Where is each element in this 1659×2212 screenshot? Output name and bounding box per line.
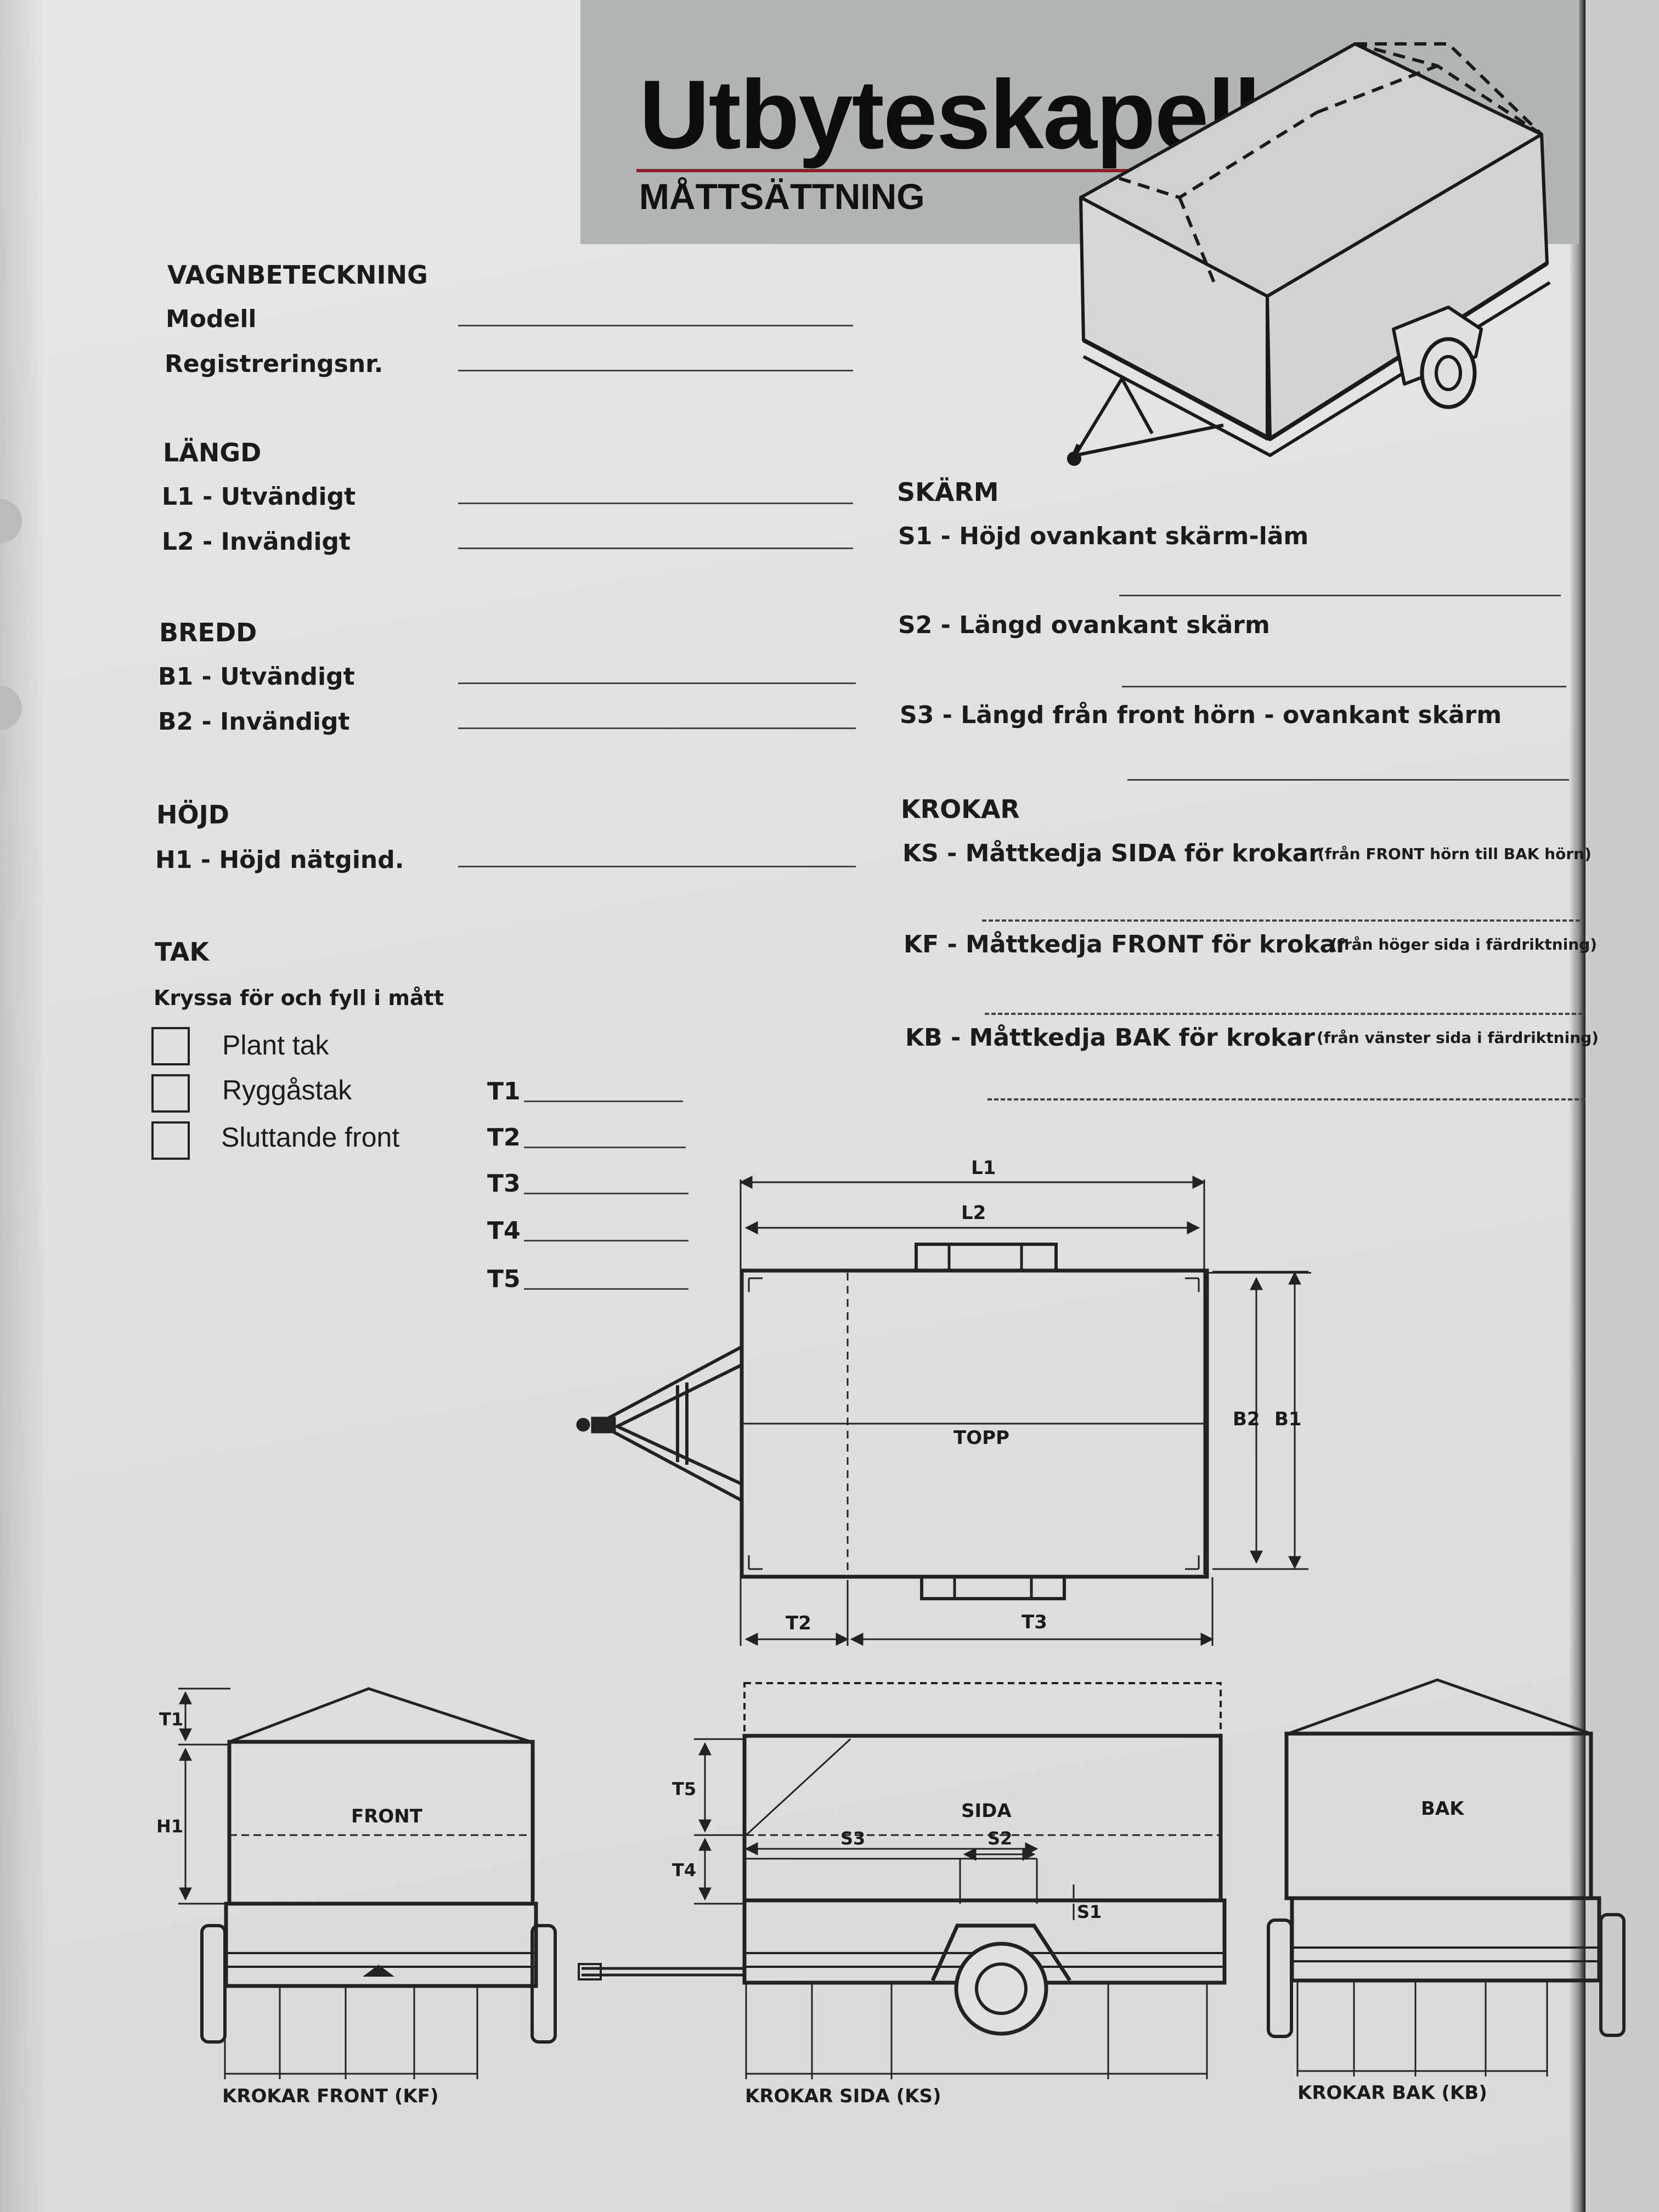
front-label: FRONT	[351, 1805, 423, 1827]
form-title: Utbyteskapell	[639, 60, 1261, 169]
t5-field[interactable]	[524, 1288, 689, 1290]
title-rule	[636, 169, 1536, 172]
t2-dim-label: T2	[786, 1612, 811, 1634]
h1-label: H1 - Höjd nätgind.	[155, 846, 404, 874]
b1-field[interactable]	[458, 682, 856, 684]
l1-label: L1 - Utvändigt	[162, 483, 356, 511]
kb-label: KB - Måttkedja BAK för krokar	[905, 1024, 1315, 1052]
ks-note: (från FRONT hörn till BAK hörn)	[1318, 845, 1592, 863]
s1-label: S1 - Höjd ovankant skärm-läm	[898, 522, 1309, 550]
model-field[interactable]	[458, 325, 853, 326]
back-view-diagram	[1267, 1678, 1626, 2076]
l2-label: L2 - Invändigt	[162, 528, 351, 556]
s2-label: S2 - Längd ovankant skärm	[898, 611, 1270, 639]
registration-field[interactable]	[458, 370, 853, 371]
front-view-diagram	[178, 1687, 557, 2079]
tak-instruction: Kryssa för och fyll i mått	[154, 986, 444, 1010]
vagnbeteckning-heading: VAGNBETECKNING	[167, 260, 428, 290]
l1-dim-label: L1	[971, 1157, 996, 1179]
krokar-bak-caption: KROKAR BAK (KB)	[1297, 2082, 1487, 2104]
l1-field[interactable]	[458, 503, 853, 504]
krokar-heading: KROKAR	[901, 794, 1020, 824]
t5-label: T5	[487, 1265, 521, 1293]
t3-label: T3	[487, 1170, 521, 1198]
krokar-front-caption: KROKAR FRONT (KF)	[222, 2085, 439, 2107]
binder-shadow	[0, 0, 47, 2212]
t3-field[interactable]	[524, 1193, 689, 1194]
registration-label: Registreringsnr.	[165, 350, 383, 378]
kb-field[interactable]	[988, 1098, 1585, 1101]
bredd-heading: BREDD	[159, 618, 257, 647]
plant-tak-checkbox[interactable]	[151, 1027, 190, 1065]
kf-field[interactable]	[985, 1013, 1583, 1015]
t1-field[interactable]	[524, 1101, 683, 1102]
t4-dim-label: T4	[672, 1860, 696, 1881]
top-view-diagram	[576, 1176, 1311, 1646]
sluttande-front-label: Sluttande front	[221, 1122, 400, 1153]
l2-dim-label: L2	[961, 1202, 986, 1224]
t4-field[interactable]	[524, 1240, 689, 1242]
sluttande-front-checkbox[interactable]	[151, 1121, 190, 1160]
side-view-diagram	[578, 1682, 1227, 2079]
h1-field[interactable]	[458, 866, 856, 867]
ks-label: KS - Måttkedja SIDA för krokar	[902, 839, 1321, 867]
form-subtitle: MÅTTSÄTTNING	[639, 176, 925, 217]
paper-edge-shadow	[1569, 0, 1585, 2212]
s2-dim-label: S2	[988, 1828, 1012, 1849]
tak-heading: TAK	[155, 937, 210, 967]
l2-field[interactable]	[458, 548, 853, 549]
sida-label: SIDA	[961, 1800, 1012, 1822]
h1-dim-label: H1	[156, 1816, 183, 1837]
b2-dim-label: B2	[1233, 1408, 1260, 1430]
ryggastak-checkbox[interactable]	[151, 1074, 190, 1113]
b2-label: B2 - Invändigt	[158, 708, 350, 736]
ryggastak-label: Ryggåstak	[222, 1075, 352, 1105]
t2-label: T2	[487, 1124, 521, 1152]
t2-field[interactable]	[524, 1147, 686, 1148]
t4-label: T4	[487, 1217, 521, 1245]
kb-note: (från vänster sida i färdriktning)	[1317, 1029, 1599, 1047]
ks-field[interactable]	[982, 919, 1580, 922]
t1-dim-label: T1	[159, 1709, 183, 1730]
b2-field[interactable]	[458, 727, 856, 729]
model-label: Modell	[166, 305, 257, 333]
b1-dim-label: B1	[1274, 1408, 1302, 1430]
langd-heading: LÄNGD	[163, 438, 262, 467]
s2-field[interactable]	[1122, 686, 1566, 687]
hojd-heading: HÖJD	[156, 800, 229, 830]
t3-dim-label: T3	[1022, 1611, 1047, 1633]
t1-label: T1	[487, 1077, 521, 1105]
s1-dim-label: S1	[1077, 1901, 1102, 1922]
s3-label: S3 - Längd från front hörn - ovankant sk…	[900, 701, 1502, 729]
skarm-heading: SKÄRM	[897, 477, 999, 507]
t5-dim-label: T5	[672, 1779, 696, 1799]
s3-field[interactable]	[1127, 779, 1569, 781]
s3-dim-label: S3	[840, 1828, 865, 1849]
b1-label: B1 - Utvändigt	[158, 663, 355, 691]
krokar-sida-caption: KROKAR SIDA (KS)	[745, 2085, 941, 2107]
topp-label: TOPP	[953, 1427, 1009, 1449]
trailer-illustration	[1067, 42, 1551, 466]
plant-tak-label: Plant tak	[222, 1030, 329, 1060]
kf-label: KF - Måttkedja FRONT för krokar	[904, 930, 1348, 958]
kf-note: (från höger sida i färdriktning)	[1330, 935, 1598, 953]
bak-label: BAK	[1421, 1798, 1465, 1820]
s1-field[interactable]	[1119, 595, 1561, 596]
